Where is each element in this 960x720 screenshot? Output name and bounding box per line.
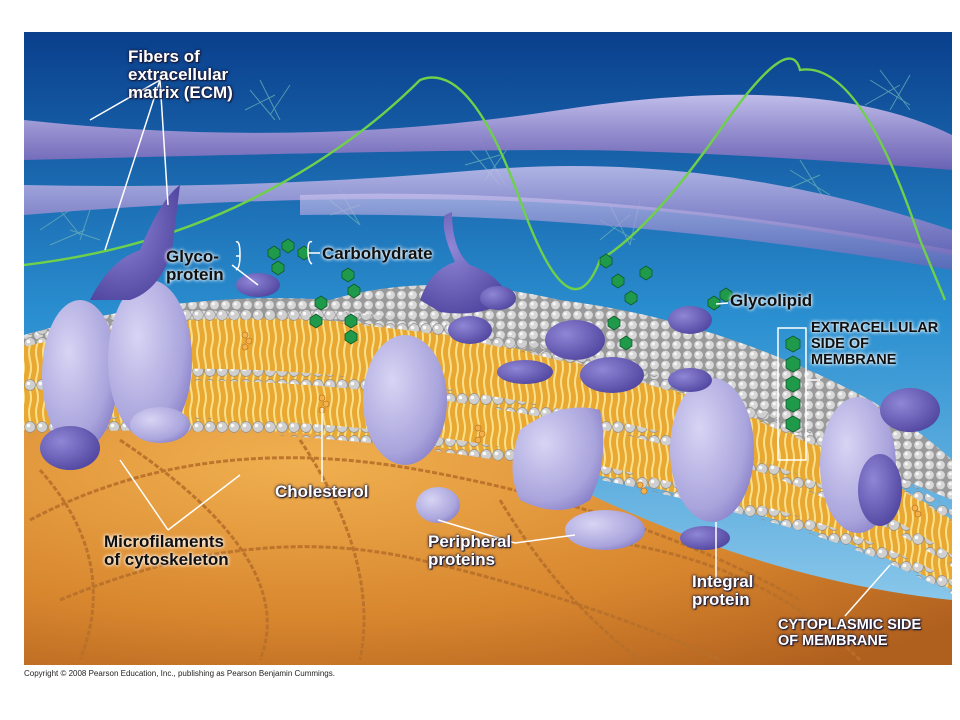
label-glycolipid: Glycolipid <box>730 291 813 310</box>
membrane-illustration <box>23 32 952 665</box>
integral-proteins <box>40 185 940 550</box>
label-glycoprotein: Glyco- protein <box>166 247 224 284</box>
label-extracellular-side: EXTRACELLULAR SIDE OF MEMBRANE <box>811 320 939 368</box>
label-ecm-fibers: Fibers of extracellular matrix (ECM) <box>128 47 233 102</box>
copyright-notice: Copyright © 2008 Pearson Education, Inc.… <box>24 669 335 678</box>
peripheral-proteins <box>236 212 712 550</box>
label-peripheral-proteins: Peripheral proteins <box>428 532 512 569</box>
label-integral-protein: Integral protein <box>692 572 754 609</box>
label-cholesterol: Cholesterol <box>275 482 369 501</box>
label-carbohydrate: Carbohydrate <box>322 244 433 263</box>
label-microfilaments: Microfilaments of cytoskeleton <box>104 532 229 569</box>
label-cytoplasmic-side: CYTOPLASMIC SIDE OF MEMBRANE <box>778 617 922 649</box>
